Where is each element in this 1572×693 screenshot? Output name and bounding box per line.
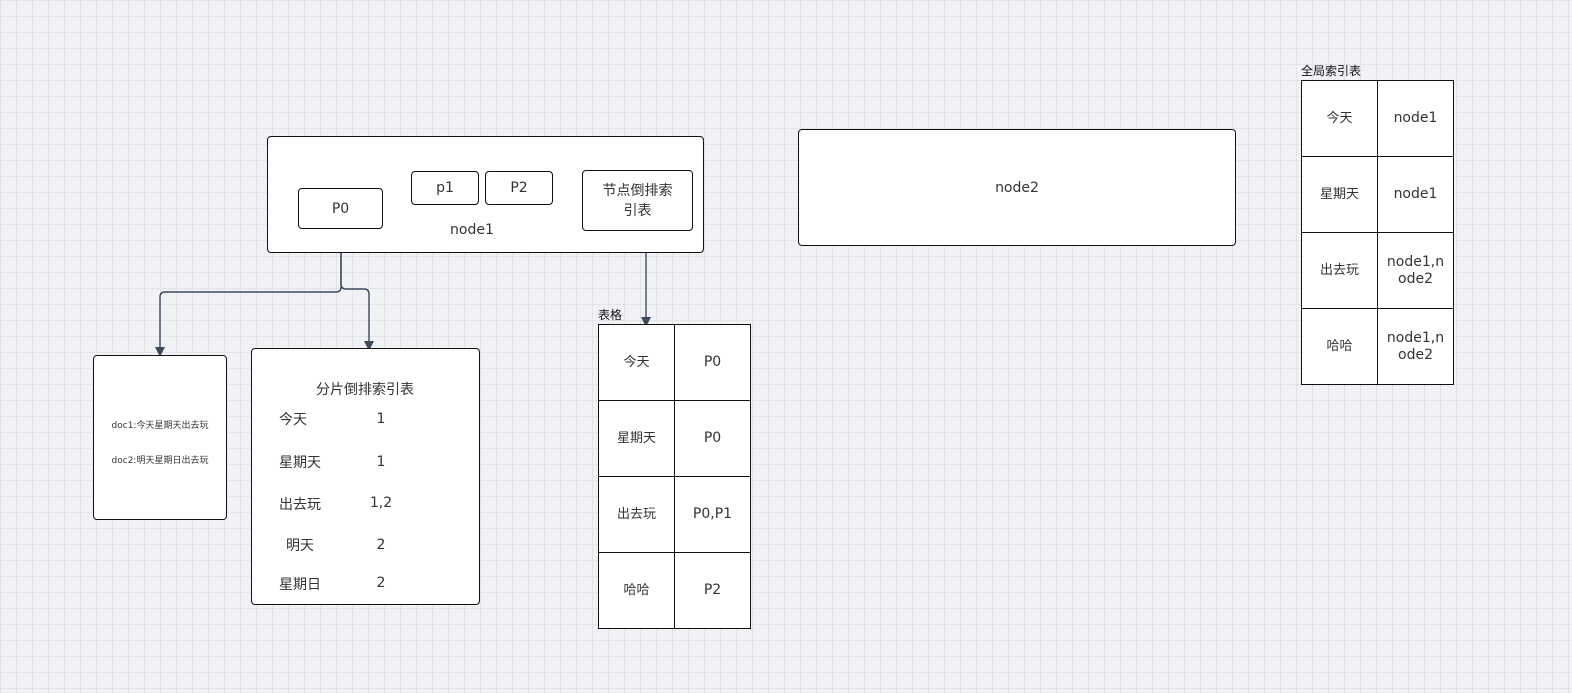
table-cell-value: node1,n ode2 — [1377, 308, 1454, 385]
node-inverted-index[interactable]: 节点倒排索 引表 — [582, 170, 693, 231]
shard-p0[interactable]: P0 — [298, 188, 383, 229]
node2-label: node2 — [995, 179, 1039, 196]
table-cell-term: 出去玩 — [598, 476, 675, 553]
table-cell-term: 星期天 — [598, 400, 675, 477]
edge-p0-to-docs — [155, 229, 342, 357]
table-cell-value: P0 — [674, 400, 751, 477]
node1-label: node1 — [450, 222, 494, 238]
table-cell-term: 星期天 — [1301, 156, 1378, 233]
table-cell-value: P2 — [674, 552, 751, 629]
shard-index-docs: 1 — [376, 454, 386, 470]
shard-inverted-index-box[interactable] — [251, 348, 480, 605]
table-cell-term: 哈哈 — [1301, 308, 1378, 385]
table-cell-term: 今天 — [1301, 80, 1378, 157]
edge-p0-to-shard-index — [340, 229, 374, 351]
node2-container[interactable]: node2 — [798, 129, 1236, 246]
table-row: 出去玩 node1,n ode2 — [1301, 232, 1454, 309]
doc2-text: doc2:明天星期日出去玩 — [111, 456, 209, 466]
node-table-caption: 表格 — [598, 308, 623, 322]
global-table-caption: 全局索引表 — [1301, 64, 1362, 78]
shard-index-term: 明天 — [286, 538, 314, 554]
table-cell-term: 出去玩 — [1301, 232, 1378, 309]
table-row: 哈哈 node1,n ode2 — [1301, 308, 1454, 385]
shard-p2[interactable]: P2 — [485, 171, 553, 205]
table-cell-value: P0,P1 — [674, 476, 751, 553]
table-cell-term: 今天 — [598, 324, 675, 401]
table-row: 出去玩 P0,P1 — [598, 476, 751, 553]
node-table: 今天 P0 星期天 P0 出去玩 P0,P1 哈哈 P2 — [598, 324, 751, 629]
table-cell-value: P0 — [674, 324, 751, 401]
documents-box[interactable] — [93, 355, 227, 520]
doc1-text: doc1:今天星期天出去玩 — [111, 421, 209, 431]
global-index-table: 今天 node1 星期天 node1 出去玩 node1,n ode2 哈哈 n… — [1301, 80, 1454, 385]
shard-p1[interactable]: p1 — [411, 171, 479, 205]
shard-index-docs: 1 — [376, 411, 386, 427]
table-cell-value: node1 — [1377, 156, 1454, 233]
shard-index-title: 分片倒排索引表 — [316, 382, 414, 398]
table-row: 星期天 P0 — [598, 400, 751, 477]
table-row: 今天 P0 — [598, 324, 751, 401]
shard-index-docs: 2 — [376, 575, 386, 591]
shard-index-term: 星期天 — [279, 455, 321, 471]
shard-index-term: 今天 — [279, 412, 307, 428]
shard-index-docs: 1,2 — [369, 495, 393, 511]
table-cell-value: node1,n ode2 — [1377, 232, 1454, 309]
shard-index-term: 星期日 — [279, 577, 321, 593]
shard-index-docs: 2 — [376, 537, 386, 553]
shard-p2-label: P2 — [510, 180, 528, 196]
shard-index-term: 出去玩 — [279, 497, 321, 513]
table-row: 哈哈 P2 — [598, 552, 751, 629]
shard-p0-label: P0 — [331, 200, 350, 217]
shard-p1-label: p1 — [436, 180, 454, 196]
table-cell-term: 哈哈 — [598, 552, 675, 629]
table-cell-value: node1 — [1377, 80, 1454, 157]
node-inverted-index-label: 节点倒排索 引表 — [602, 182, 673, 219]
table-row: 今天 node1 — [1301, 80, 1454, 157]
table-row: 星期天 node1 — [1301, 156, 1454, 233]
